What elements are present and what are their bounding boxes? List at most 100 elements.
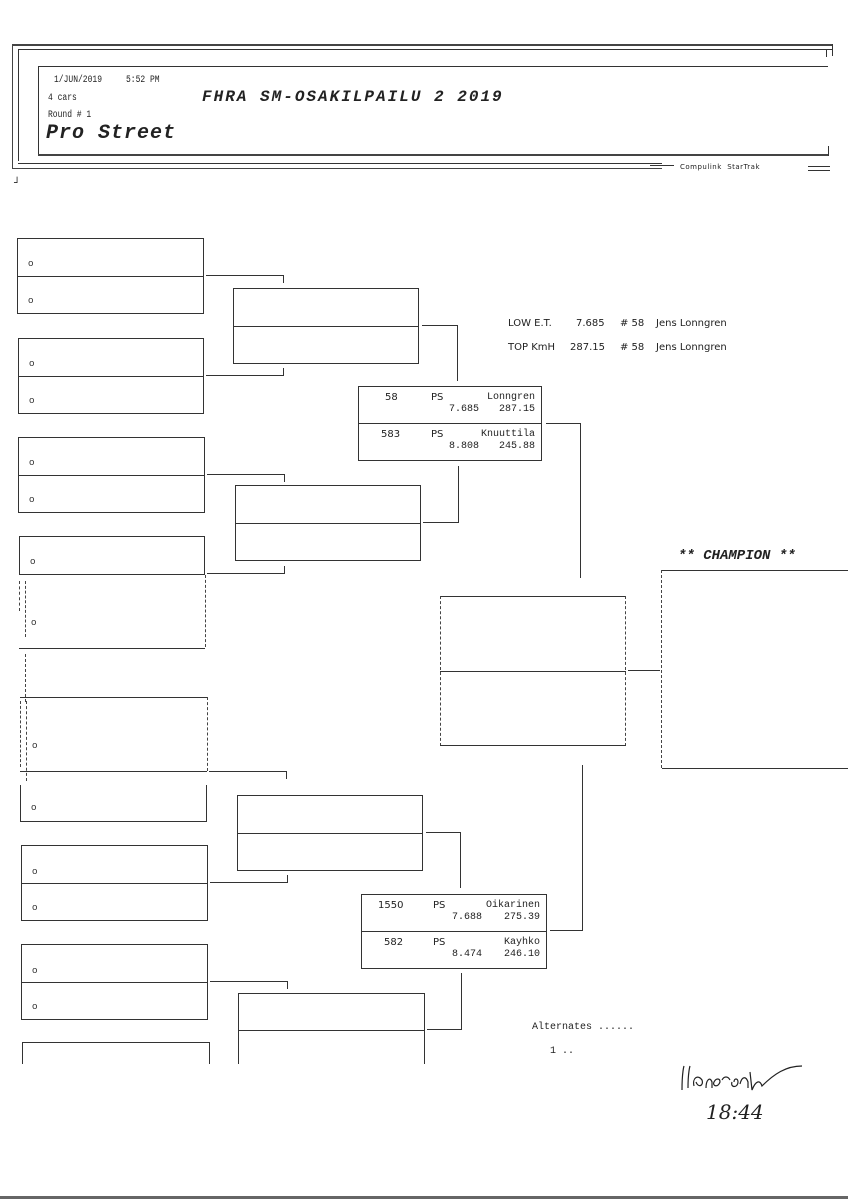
report-date: 1/JUN/2019	[54, 75, 103, 86]
driver-name: Lonngren	[486, 392, 535, 403]
report-time: 5:52 PM	[126, 75, 160, 86]
connector	[210, 882, 288, 883]
corner-mark: ┘	[14, 178, 21, 189]
low-et-label: LOW E.T.	[508, 318, 552, 329]
connector	[283, 275, 284, 283]
lane-marker: o	[32, 903, 38, 913]
connector	[206, 375, 284, 376]
driver-name: Oikarinen	[485, 900, 540, 911]
elapsed-time: 8.474	[452, 949, 483, 960]
final-box	[440, 596, 626, 746]
car-count: 4 cars	[48, 93, 77, 104]
champion-box	[661, 570, 848, 770]
connector	[422, 325, 458, 326]
competitor-row: 58 PS Lonngren 7.685 287.15	[359, 392, 541, 424]
top-kmh-record: TOP KmH 287.15 # 58 Jens Lonngren	[508, 342, 727, 353]
event-title: FHRA SM-OSAKILPAILU 2 2019	[202, 88, 504, 106]
lane-marker: o	[32, 867, 38, 877]
lane-marker: o	[28, 296, 34, 306]
car-number: 582	[384, 937, 404, 948]
champion-label: ** CHAMPION **	[678, 548, 796, 564]
car-class: PS	[431, 392, 444, 403]
car-number: 58	[385, 392, 398, 403]
semifinal-bottom: 1550 PS Oikarinen 7.688 275.39 582 PS Ka…	[361, 894, 547, 969]
competitor-row: 582 PS Kayhko 8.474 246.10	[362, 937, 546, 969]
lane-marker: o	[29, 495, 35, 505]
lane-marker: o	[29, 396, 35, 406]
lane-marker: o	[32, 741, 38, 751]
round2-pair-1	[233, 288, 419, 364]
competitor-row: 583 PS Knuuttila 8.808 245.88	[359, 429, 541, 461]
rule	[650, 165, 674, 166]
low-et-number: # 58	[620, 318, 645, 329]
connector	[423, 522, 459, 523]
round-number: Round # 1	[48, 110, 92, 121]
car-class: PS	[431, 429, 444, 440]
connector	[461, 973, 462, 1029]
round2-pair-3	[237, 795, 423, 871]
elapsed-time: 7.685	[449, 404, 480, 415]
connector	[286, 771, 287, 779]
lane-marker: o	[28, 259, 34, 269]
semifinal-top: 58 PS Lonngren 7.685 287.15 583 PS Knuut…	[358, 386, 542, 461]
driver-name: Kayhko	[503, 937, 540, 948]
car-class: PS	[433, 900, 446, 911]
elapsed-time: 7.688	[452, 912, 483, 923]
elapsed-time: 8.808	[449, 441, 480, 452]
speed: 287.15	[498, 404, 535, 415]
connector	[550, 930, 583, 931]
top-kmh-label: TOP KmH	[508, 342, 556, 353]
lane-marker: o	[31, 618, 37, 628]
round1-pair-7: o o	[21, 944, 208, 1020]
lane-marker: o	[29, 458, 35, 468]
lane-marker: o	[30, 557, 36, 567]
lane-marker: o	[32, 966, 38, 976]
connector	[582, 765, 583, 931]
header-frame	[12, 44, 833, 169]
connector	[460, 832, 461, 888]
driver-name: Knuuttila	[480, 429, 535, 440]
speed: 275.39	[503, 912, 540, 923]
connector	[284, 566, 285, 574]
connector	[209, 771, 287, 772]
page-bottom-edge	[0, 1196, 848, 1199]
lane-marker: o	[31, 803, 37, 813]
connector	[546, 423, 580, 424]
handwritten-signature	[676, 1052, 816, 1102]
round1-pair-4-top: o	[19, 536, 205, 575]
dashed-connector	[25, 654, 26, 702]
round1-pair-2: o o	[18, 338, 204, 414]
low-et-record: LOW E.T. 7.685 # 58 Jens Lonngren	[508, 318, 727, 329]
software-credit: Compulink StarTrak	[680, 163, 761, 171]
connector	[287, 981, 288, 989]
connector	[426, 832, 461, 833]
round2-pair-4	[238, 993, 425, 1064]
car-number: 1550	[378, 900, 404, 911]
connector	[207, 573, 285, 574]
speed: 246.10	[503, 949, 540, 960]
connector	[206, 275, 284, 276]
top-kmh-name: Jens Lonngren	[656, 342, 727, 353]
alternate-1: 1 ..	[550, 1046, 575, 1057]
top-kmh-value: 287.15	[570, 342, 605, 353]
round1-pair-8	[22, 1042, 210, 1064]
connector	[287, 875, 288, 883]
rule	[808, 166, 830, 167]
connector	[580, 423, 581, 578]
competitor-row: 1550 PS Oikarinen 7.688 275.39	[362, 900, 546, 932]
connector	[628, 670, 660, 671]
low-et-name: Jens Lonngren	[656, 318, 727, 329]
round1-pair-5-top: o	[20, 697, 208, 781]
speed: 245.88	[498, 441, 535, 452]
header-inner-frame	[38, 66, 829, 156]
connector	[427, 1029, 462, 1030]
connector	[457, 325, 458, 381]
round1-pair-5-bottom: o	[20, 785, 207, 822]
low-et-value: 7.685	[576, 318, 605, 329]
round1-pair-3: o o	[18, 437, 205, 513]
car-class: PS	[433, 937, 446, 948]
connector	[458, 466, 459, 522]
connector	[283, 368, 284, 376]
round1-pair-1: o o	[17, 238, 204, 314]
round2-pair-2	[235, 485, 421, 561]
